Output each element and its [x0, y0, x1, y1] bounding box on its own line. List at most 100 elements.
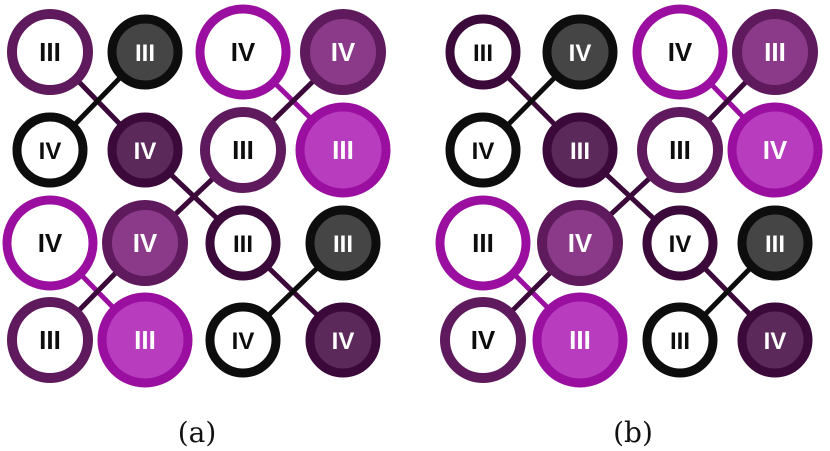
node-label: IV — [569, 40, 592, 67]
node-b-4: IV — [445, 112, 521, 188]
node-a-2: IV — [195, 4, 291, 100]
node-ring — [305, 302, 381, 378]
node-ring — [637, 107, 723, 193]
node-ring — [440, 297, 526, 383]
node-label: IV — [669, 231, 692, 258]
node-a-12: III — [7, 297, 93, 383]
node-label: IV — [39, 138, 62, 165]
caption-b: (b) — [613, 416, 653, 449]
node-ring — [300, 9, 386, 95]
node-a-5: IV — [107, 112, 183, 188]
node-b-7: IV — [727, 102, 823, 198]
node-ring — [205, 205, 281, 281]
node-ring — [305, 205, 381, 281]
node-ring — [737, 302, 813, 378]
node-ring — [532, 292, 628, 388]
node-label: IV — [134, 138, 157, 165]
node-ring — [102, 200, 188, 286]
node-b-1: IV — [542, 14, 618, 90]
node-label: IV — [133, 228, 158, 258]
node-label: III — [472, 228, 494, 258]
node-b-13: III — [532, 292, 628, 388]
node-b-9: IV — [537, 200, 623, 286]
node-ring — [732, 9, 818, 95]
node-ring — [200, 107, 286, 193]
node-ring — [727, 102, 823, 198]
node-a-10: III — [205, 205, 281, 281]
node-label: IV — [332, 328, 355, 355]
node-label: III — [569, 325, 591, 355]
node-ring — [7, 297, 93, 383]
node-label: III — [765, 231, 785, 258]
node-label: IV — [231, 37, 256, 67]
node-label: III — [670, 328, 690, 355]
node-b-12: IV — [440, 297, 526, 383]
node-a-3: IV — [300, 9, 386, 95]
node-label: III — [39, 325, 61, 355]
node-label: III — [135, 40, 155, 67]
node-ring — [542, 14, 618, 90]
node-b-3: III — [732, 9, 818, 95]
node-label: IV — [38, 228, 63, 258]
node-label: III — [473, 40, 493, 67]
node-label: III — [232, 135, 254, 165]
node-ring — [7, 9, 93, 95]
node-a-14: IV — [205, 302, 281, 378]
node-ring — [107, 14, 183, 90]
node-b-14: III — [642, 302, 718, 378]
node-ring — [107, 112, 183, 188]
node-a-13: III — [97, 292, 193, 388]
node-ring — [542, 112, 618, 188]
node-label: IV — [471, 325, 496, 355]
node-label: IV — [232, 328, 255, 355]
node-label: III — [332, 135, 354, 165]
node-label: III — [39, 37, 61, 67]
node-a-8: IV — [2, 195, 98, 291]
node-label: IV — [472, 138, 495, 165]
node-label: III — [669, 135, 691, 165]
panel-a: III III IV IV IV IV III III IV IV III III III III IV IV — [2, 4, 391, 388]
node-label: III — [233, 231, 253, 258]
node-b-10: IV — [642, 205, 718, 281]
node-a-4: IV — [12, 112, 88, 188]
node-ring — [435, 195, 531, 291]
node-label: IV — [668, 37, 693, 67]
node-b-5: III — [542, 112, 618, 188]
node-ring — [445, 112, 521, 188]
node-a-15: IV — [305, 302, 381, 378]
node-label: III — [134, 325, 156, 355]
node-ring — [195, 4, 291, 100]
node-a-11: III — [305, 205, 381, 281]
node-b-8: III — [435, 195, 531, 291]
node-ring — [537, 200, 623, 286]
node-ring — [632, 4, 728, 100]
node-label: III — [333, 231, 353, 258]
node-a-9: IV — [102, 200, 188, 286]
node-a-1: III — [107, 14, 183, 90]
node-a-7: III — [295, 102, 391, 198]
node-label: IV — [568, 228, 593, 258]
node-ring — [97, 292, 193, 388]
node-ring — [12, 112, 88, 188]
node-b-0: III — [445, 14, 521, 90]
connector-lines — [481, 50, 777, 342]
node-label: IV — [764, 328, 787, 355]
node-ring — [642, 205, 718, 281]
node-ring — [445, 14, 521, 90]
node-ring — [2, 195, 98, 291]
node-b-15: IV — [737, 302, 813, 378]
node-b-11: III — [737, 205, 813, 281]
node-ring — [642, 302, 718, 378]
node-label: IV — [763, 135, 788, 165]
node-label: III — [570, 138, 590, 165]
node-a-6: III — [200, 107, 286, 193]
node-label: IV — [331, 37, 356, 67]
caption-a: (a) — [178, 416, 217, 449]
connector-lines — [48, 50, 345, 342]
node-ring — [737, 205, 813, 281]
node-ring — [205, 302, 281, 378]
node-a-0: III — [7, 9, 93, 95]
node-b-6: III — [637, 107, 723, 193]
node-ring — [295, 102, 391, 198]
